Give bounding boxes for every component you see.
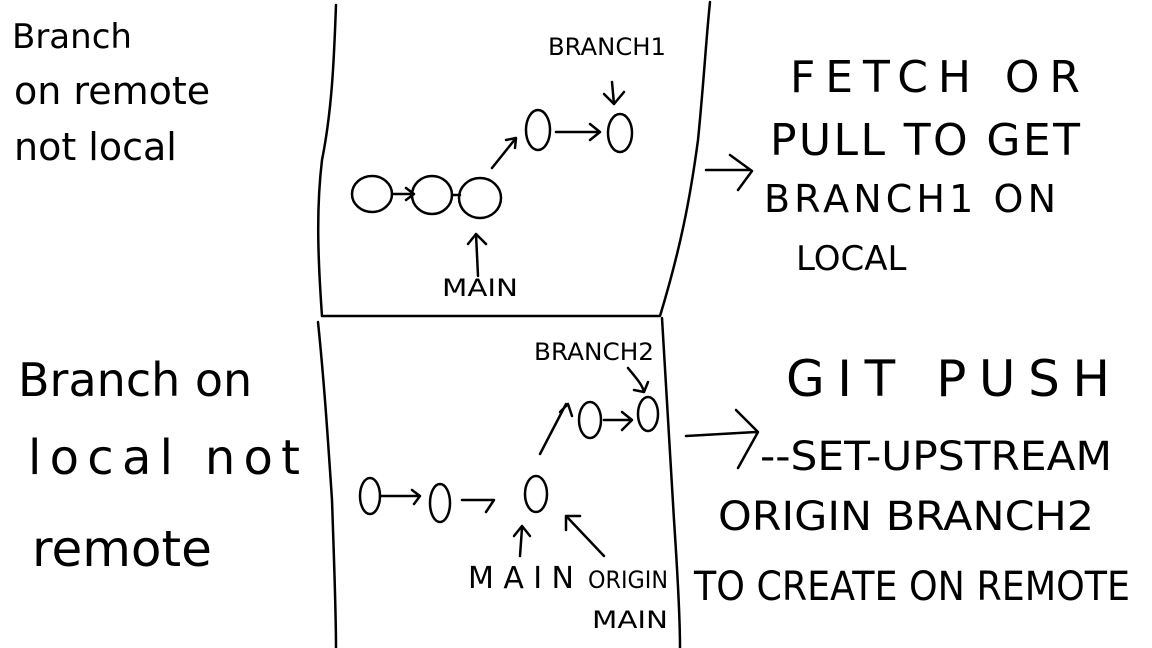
branch2-label: BRANCH2 xyxy=(534,338,654,366)
top-description-line-3: not local xyxy=(14,125,177,169)
bottom-instruction-line-3: ORIGIN BRANCH2 xyxy=(718,494,1094,540)
main-label-arrow xyxy=(466,232,488,278)
top-instruction-line-4: LOCAL xyxy=(796,239,906,279)
bottom-instructions: GIT PUSH --SET-UPSTREAM ORIGIN BRANCH2 T… xyxy=(693,350,1130,610)
bottom-instruction-line-4: TO CREATE ON REMOTE xyxy=(693,564,1130,610)
commit-node xyxy=(457,176,503,220)
branch-arrow xyxy=(490,136,518,170)
top-instruction-line-3: BRANCH1 ON xyxy=(764,177,1056,221)
top-description-line-1: Branch xyxy=(12,17,132,57)
bottom-commit-graph xyxy=(358,366,660,558)
commit-node xyxy=(428,482,452,524)
commit-node xyxy=(410,174,454,216)
commit-node xyxy=(350,174,394,214)
commit-arrow xyxy=(460,498,496,514)
commit-node xyxy=(636,395,660,433)
top-instruction-line-1: FETCH OR xyxy=(790,52,1080,103)
branch-label-arrow xyxy=(602,80,626,106)
bottom-panel-border xyxy=(316,316,682,648)
commit-node xyxy=(358,476,382,516)
commit-node xyxy=(523,474,549,514)
top-commit-graph xyxy=(350,80,634,278)
bottom-main-label: MAIN xyxy=(468,561,574,596)
bottom-instruction-line-1: GIT PUSH xyxy=(786,350,1110,408)
top-description: Branch on remote not local xyxy=(12,17,210,169)
commit-arrow xyxy=(390,186,416,202)
top-panel-border xyxy=(316,0,712,318)
top-result-arrow xyxy=(704,153,754,192)
branch-arrow xyxy=(538,402,574,456)
top-description-line-2: on remote xyxy=(14,69,210,113)
commit-node xyxy=(577,400,603,440)
commit-node xyxy=(606,112,634,154)
bottom-instruction-line-2: --SET-UPSTREAM xyxy=(760,434,1112,480)
origin-main-label-arrow xyxy=(564,514,606,558)
origin-main-label-line-1: ORIGIN xyxy=(588,566,668,594)
branch1-label: BRANCH1 xyxy=(548,33,666,61)
bottom-result-arrow xyxy=(684,408,760,470)
bottom-description-line-1: Branch on xyxy=(18,353,252,407)
origin-main-label-line-2: MAIN xyxy=(592,606,668,634)
bottom-description-line-3: remote xyxy=(32,520,212,578)
top-instruction-line-2: PULL TO GET xyxy=(770,115,1080,166)
top-instructions: FETCH OR PULL TO GET BRANCH1 ON LOCAL xyxy=(764,52,1080,279)
bottom-description: Branch on local not remote xyxy=(18,353,300,578)
branch-label-arrow xyxy=(626,366,650,394)
commit-arrow xyxy=(602,410,634,432)
main-label-arrow xyxy=(512,524,532,558)
commit-arrow xyxy=(554,122,602,142)
commit-node xyxy=(524,108,552,152)
top-main-label: MAIN xyxy=(442,274,518,302)
bottom-description-line-2: local not xyxy=(28,430,300,486)
commit-arrow xyxy=(378,488,422,506)
